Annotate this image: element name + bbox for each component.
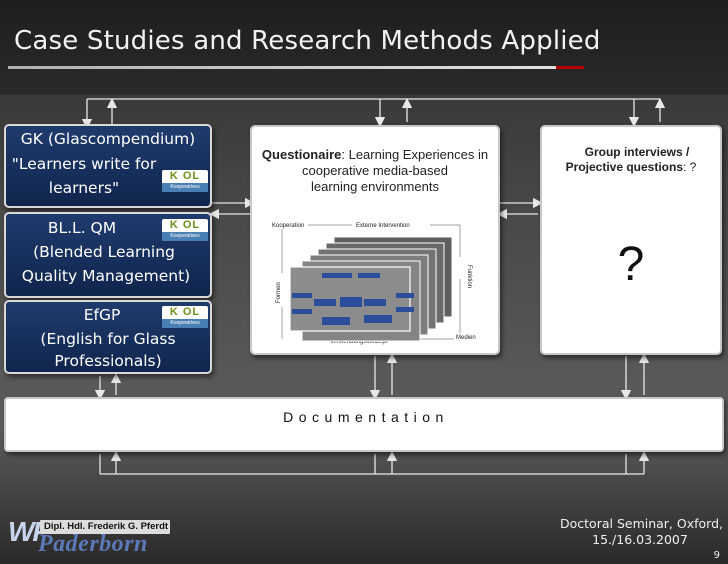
title-bar — [0, 0, 728, 95]
documentation-box: Documentation — [4, 397, 724, 452]
diagram-label-formen: Formen — [276, 282, 282, 303]
title-rule — [8, 66, 556, 69]
diagram-label-funktion: Funktion — [466, 265, 472, 288]
questionnaire-box: Questionaire: Learning Experiences in co… — [250, 125, 500, 355]
page-number: 9 — [713, 550, 720, 561]
case-efgp-line3: Professionals) — [54, 352, 162, 370]
footer-date: 15./16.03.2007 — [592, 532, 688, 547]
logo-city: Paderborn — [38, 531, 148, 557]
documentation-label: Documentation — [283, 409, 449, 425]
footer-event: Doctoral Seminar, Oxford, — [560, 516, 723, 531]
diagram-label-kooperation: Kooperation — [272, 223, 304, 229]
diagram-blue-tags — [292, 273, 414, 325]
case-efgp-line2: (English for Glass — [40, 330, 176, 348]
group-title-line2: Projective questions: ? — [565, 160, 697, 174]
case-gk-line1: GK (Glascompendium) — [20, 130, 196, 148]
kool-logo: K OL Kooperatives Lernen — [162, 170, 208, 192]
author-name: Dipl. Hdl. Frederik G. Pferdt — [44, 521, 169, 532]
diagram-label-intervention: Externe Intervention — [356, 223, 410, 229]
title-accent — [556, 66, 584, 69]
case-gk-box: GK (Glascompendium) "Learners write for … — [4, 124, 212, 208]
unknown-method-question-mark: ? — [617, 238, 645, 291]
case-blqm-box: BL.L. QM (Blended Learning Quality Manag… — [4, 212, 212, 298]
kool-logo: K OL Kooperatives Lernen — [162, 219, 208, 241]
case-blqm-line1: BL.L. QM — [47, 219, 117, 237]
case-gk-line2: "Learners write for — [11, 155, 157, 173]
wp-paderborn-logo: WP Dipl. Hdl. Frederik G. Pferdt Paderbo… — [4, 515, 179, 557]
case-blqm-line2: (Blended Learning — [33, 243, 175, 261]
case-efgp-box: EfGP (English for Glass Professionals) K… — [4, 300, 212, 374]
cooperation-model-diagram: Kooperation Externe Intervention Verwend… — [272, 223, 476, 345]
diagram-label-verwendung: Verwendungskonzept — [330, 339, 388, 345]
questionnaire-title-line3: learning environments — [311, 179, 439, 194]
slide-title: Case Studies and Research Methods Applie… — [14, 26, 601, 56]
kool-logo: K OL Kooperatives Lernen — [162, 306, 208, 328]
case-efgp-line1: EfGP — [83, 306, 121, 324]
diagram-label-medien: Medien — [456, 335, 476, 341]
case-blqm-line3: Quality Management) — [21, 267, 191, 285]
case-gk-line3: learners" — [48, 179, 120, 197]
group-title-line1: Group interviews / — [584, 145, 690, 159]
wp-name-bar — [40, 520, 170, 534]
questionnaire-title-line1: Questionaire: Learning Experiences in — [261, 147, 489, 162]
questionnaire-title-line2: cooperative media-based — [302, 163, 448, 178]
group-interviews-box: Group interviews / Projective questions:… — [540, 125, 722, 355]
diagram-layer-stack — [289, 236, 453, 342]
